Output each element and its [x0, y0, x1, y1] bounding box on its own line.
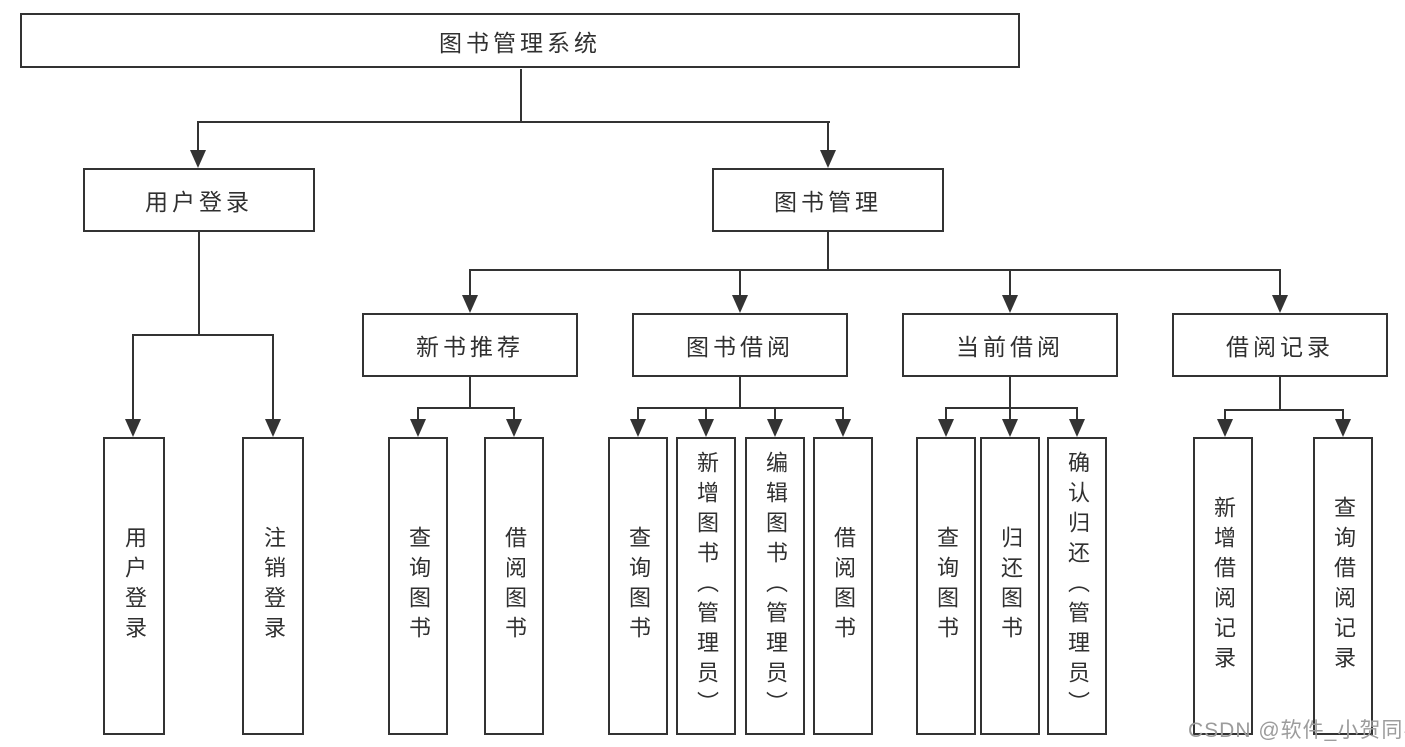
watermark-text: CSDN @软件_小贺同学	[1188, 719, 1405, 742]
connector-user-login-crossbar	[132, 334, 274, 336]
leaf-logout-label: 注销登录	[261, 526, 286, 646]
arrow-down-icon	[698, 419, 714, 437]
leaf-borrow-books-recommend: 借阅图书	[484, 437, 544, 735]
connector-drop	[945, 407, 947, 421]
connector-book-management-stem	[827, 232, 829, 270]
node-book-management: 图书管理	[712, 168, 944, 232]
arrow-down-icon	[1335, 419, 1351, 437]
leaf-logout: 注销登录	[242, 437, 304, 735]
connector-drop	[513, 407, 515, 421]
connector-drop-book-management	[827, 121, 829, 152]
connector-drop	[774, 407, 776, 421]
arrow-down-icon	[506, 419, 522, 437]
leaf-query-borrow-record-label: 查询借阅记录	[1331, 496, 1356, 676]
arrow-down-icon	[410, 419, 426, 437]
connector-drop-user-login	[197, 121, 199, 152]
leaf-query-books-recommend-label: 查询图书	[406, 526, 431, 646]
connector-new-book-recommend-crossbar	[417, 407, 515, 409]
arrow-down-icon	[938, 419, 954, 437]
node-library-system-label: 图书管理系统	[439, 29, 601, 56]
connector-drop-leaf-user-login	[132, 334, 134, 421]
connector-drop	[1342, 409, 1344, 421]
node-new-book-recommend: 新书推荐	[362, 313, 578, 377]
leaf-add-borrow-record-label: 新增借阅记录	[1211, 496, 1236, 676]
node-user-login: 用户登录	[83, 168, 315, 232]
connector-current-borrow-crossbar	[945, 407, 1078, 409]
leaf-add-borrow-record: 新增借阅记录	[1193, 437, 1253, 735]
leaf-query-borrow-record: 查询借阅记录	[1313, 437, 1373, 735]
leaf-query-books-current: 查询图书	[916, 437, 976, 735]
connector-drop-leaf-logout	[272, 334, 274, 421]
leaf-query-books-borrow-label: 查询图书	[626, 526, 651, 646]
node-current-borrow: 当前借阅	[902, 313, 1118, 377]
connector-borrow-records-crossbar	[1224, 409, 1344, 411]
node-user-login-label: 用户登录	[145, 189, 253, 215]
arrow-down-icon	[1069, 419, 1085, 437]
leaf-borrow-books: 借阅图书	[813, 437, 873, 735]
arrow-down-icon	[1217, 419, 1233, 437]
node-book-borrow-label: 图书借阅	[686, 334, 794, 360]
connector-drop	[417, 407, 419, 421]
arrow-down-icon	[1002, 419, 1018, 437]
arrow-down-icon	[767, 419, 783, 437]
arrow-down-icon	[1002, 295, 1018, 313]
connector-book-borrow-crossbar	[637, 407, 844, 409]
leaf-return-books: 归还图书	[980, 437, 1040, 735]
leaf-confirm-return-admin-label: 确认归还（管理员）	[1065, 451, 1090, 721]
connector-root-stem	[520, 69, 522, 123]
connector-user-login-stem	[198, 232, 200, 335]
arrow-down-icon	[125, 419, 141, 437]
arrow-down-icon	[835, 419, 851, 437]
connector-drop-new-book-recommend	[469, 269, 471, 297]
leaf-query-books-current-label: 查询图书	[934, 526, 959, 646]
arrow-down-icon	[820, 150, 836, 168]
node-current-borrow-label: 当前借阅	[956, 334, 1064, 360]
connector-drop	[637, 407, 639, 421]
node-book-management-label: 图书管理	[774, 189, 882, 215]
leaf-borrow-books-recommend-label: 借阅图书	[502, 526, 527, 646]
leaf-return-books-label: 归还图书	[998, 526, 1023, 646]
leaf-add-books-admin: 新增图书（管理员）	[676, 437, 736, 735]
node-borrow-records-label: 借阅记录	[1226, 334, 1334, 360]
leaf-edit-books-admin: 编辑图书（管理员）	[745, 437, 805, 735]
connector-drop	[705, 407, 707, 421]
arrow-down-icon	[630, 419, 646, 437]
arrow-down-icon	[1272, 295, 1288, 313]
node-new-book-recommend-label: 新书推荐	[416, 334, 524, 360]
leaf-query-books-recommend: 查询图书	[388, 437, 448, 735]
connector-borrow-records-stem	[1279, 377, 1281, 410]
arrow-down-icon	[265, 419, 281, 437]
leaf-confirm-return-admin: 确认归还（管理员）	[1047, 437, 1107, 735]
connector-drop	[1009, 407, 1011, 421]
leaf-user-login: 用户登录	[103, 437, 165, 735]
connector-drop	[842, 407, 844, 421]
arrow-down-icon	[190, 150, 206, 168]
leaf-borrow-books-label: 借阅图书	[831, 526, 856, 646]
connector-book-borrow-stem	[739, 377, 741, 408]
leaf-add-books-admin-label: 新增图书（管理员）	[694, 451, 719, 721]
connector-book-management-crossbar	[469, 269, 1281, 271]
leaf-edit-books-admin-label: 编辑图书（管理员）	[763, 451, 788, 721]
node-borrow-records: 借阅记录	[1172, 313, 1388, 377]
connector-root-crossbar	[197, 121, 830, 123]
node-library-system: 图书管理系统	[20, 13, 1020, 68]
leaf-user-login-label: 用户登录	[122, 526, 147, 646]
arrow-down-icon	[462, 295, 478, 313]
connector-drop-book-borrow	[739, 269, 741, 297]
leaf-query-books-borrow: 查询图书	[608, 437, 668, 735]
connector-current-borrow-stem	[1009, 377, 1011, 408]
node-book-borrow: 图书借阅	[632, 313, 848, 377]
connector-drop-current-borrow	[1009, 269, 1011, 297]
connector-new-book-recommend-stem	[469, 377, 471, 408]
connector-drop-borrow-records	[1279, 269, 1281, 297]
connector-drop	[1224, 409, 1226, 421]
arrow-down-icon	[732, 295, 748, 313]
connector-drop	[1076, 407, 1078, 421]
